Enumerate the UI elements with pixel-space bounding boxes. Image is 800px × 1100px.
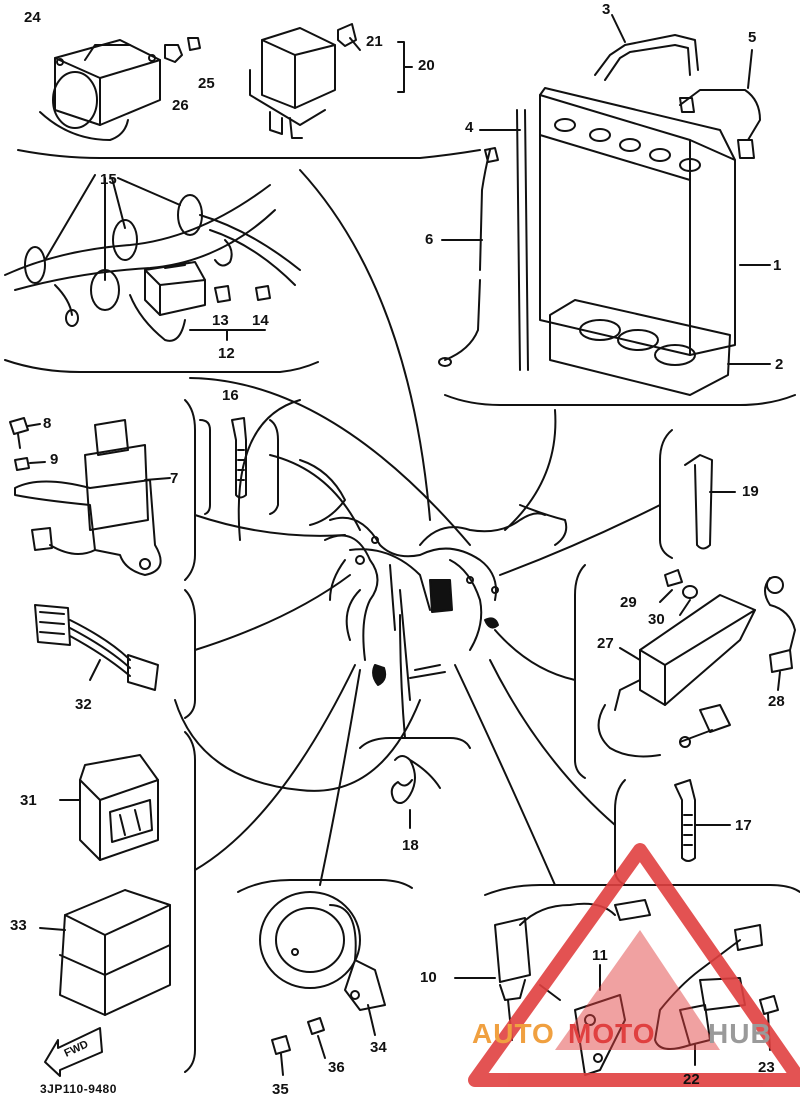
tie-17 (674, 779, 696, 862)
part-label-4: 4 (465, 119, 474, 136)
clamp-18 (390, 755, 441, 805)
watermark-text-hub: HUB (708, 1018, 772, 1049)
part-label-13: 13 (212, 312, 229, 329)
part-label-21: 21 (366, 33, 383, 50)
fuse-13 (214, 285, 231, 303)
part-label-12: 12 (218, 345, 235, 362)
fwd-arrow (44, 1027, 103, 1077)
bracket-left-upper (184, 399, 196, 581)
bracket-16-right (269, 419, 279, 515)
nut-26-25 (164, 37, 201, 63)
part-label-14: 14 (252, 312, 269, 329)
bolt-29 (664, 569, 683, 587)
relay-20 (249, 27, 336, 139)
sensor-28 (764, 577, 796, 673)
main-wire-harness (299, 459, 568, 701)
watermark-logo (468, 843, 800, 1087)
bracket-left-lower (184, 731, 196, 1073)
battery-lead-6 (444, 149, 491, 361)
part-label-6: 6 (425, 231, 434, 248)
part-label-16: 16 (222, 387, 239, 404)
group-divider-battery (444, 394, 796, 406)
fuse-box-12 (144, 261, 206, 316)
bracket-16 (199, 419, 211, 515)
part-label-34: 34 (370, 1039, 387, 1056)
washer-30 (682, 585, 698, 599)
diagram-code: 3JP110-9480 (40, 1082, 117, 1096)
band-19 (684, 454, 713, 550)
part-label-32: 32 (75, 696, 92, 713)
part-label-8: 8 (43, 415, 52, 432)
part-label-27: 27 (597, 635, 614, 652)
part-label-36: 36 (328, 1059, 345, 1076)
nut-36 (307, 1017, 325, 1035)
horn-34 (259, 891, 386, 1011)
part-label-24: 24 (24, 9, 41, 26)
part-label-11: 11 (592, 947, 608, 964)
part-label-17: 17 (735, 817, 752, 834)
part-label-25: 25 (198, 75, 215, 92)
part-label-18: 18 (402, 837, 419, 854)
part-label-33: 33 (10, 917, 27, 934)
regulator-27 (597, 594, 756, 758)
part-label-28: 28 (768, 693, 785, 710)
breather-pipe-4 (516, 109, 529, 371)
group-divider-bottom-right (484, 884, 800, 896)
part-label-20: 20 (418, 57, 435, 74)
relay-31 (59, 754, 159, 861)
part-label-3: 3 (602, 1, 611, 18)
part-label-19: 19 (742, 483, 759, 500)
battery-tray-2 (549, 299, 731, 396)
group-divider-horn (237, 879, 413, 893)
part-label-26: 26 (172, 97, 189, 114)
watermark-text-auto: AUTO (472, 1018, 555, 1049)
part-label-1: 1 (773, 257, 782, 274)
watermark-text-moto: MOTO (568, 1018, 656, 1049)
bracket-left-mid (184, 589, 196, 719)
connector-21 (337, 23, 357, 47)
part-label-23: 23 (758, 1059, 775, 1076)
part-label-30: 30 (648, 611, 665, 628)
part-label-31: 31 (20, 792, 37, 809)
part-label-22: 22 (683, 1071, 700, 1088)
harness-clamps-15 (4, 174, 301, 342)
part-label-5: 5 (748, 29, 757, 46)
bracket-19 (659, 429, 673, 559)
ignition-coil-24 (39, 39, 161, 141)
battery-lead-5 (679, 89, 761, 141)
part-label-2: 2 (775, 356, 784, 373)
nut-9 (14, 457, 30, 471)
tie-16 (231, 417, 247, 499)
group-divider-top (17, 149, 481, 159)
sub-harness-32 (34, 604, 159, 691)
part-label-7: 7 (170, 470, 179, 487)
main-switch-7 (14, 419, 171, 576)
bracket-27 (574, 564, 586, 779)
group-divider-clamp (359, 737, 471, 749)
bolt-8 (9, 417, 29, 449)
part-label-9: 9 (50, 451, 59, 468)
bolt-35 (271, 1035, 291, 1076)
battery-band-3 (594, 34, 699, 81)
part-label-15: 15 (100, 171, 117, 188)
part-label-10: 10 (420, 969, 437, 986)
unit-33 (39, 889, 171, 1016)
battery-1 (539, 87, 736, 356)
fuse-14 (255, 285, 271, 301)
part-label-35: 35 (272, 1081, 289, 1098)
part-label-29: 29 (620, 594, 637, 611)
group-divider-upper-left (4, 359, 319, 373)
